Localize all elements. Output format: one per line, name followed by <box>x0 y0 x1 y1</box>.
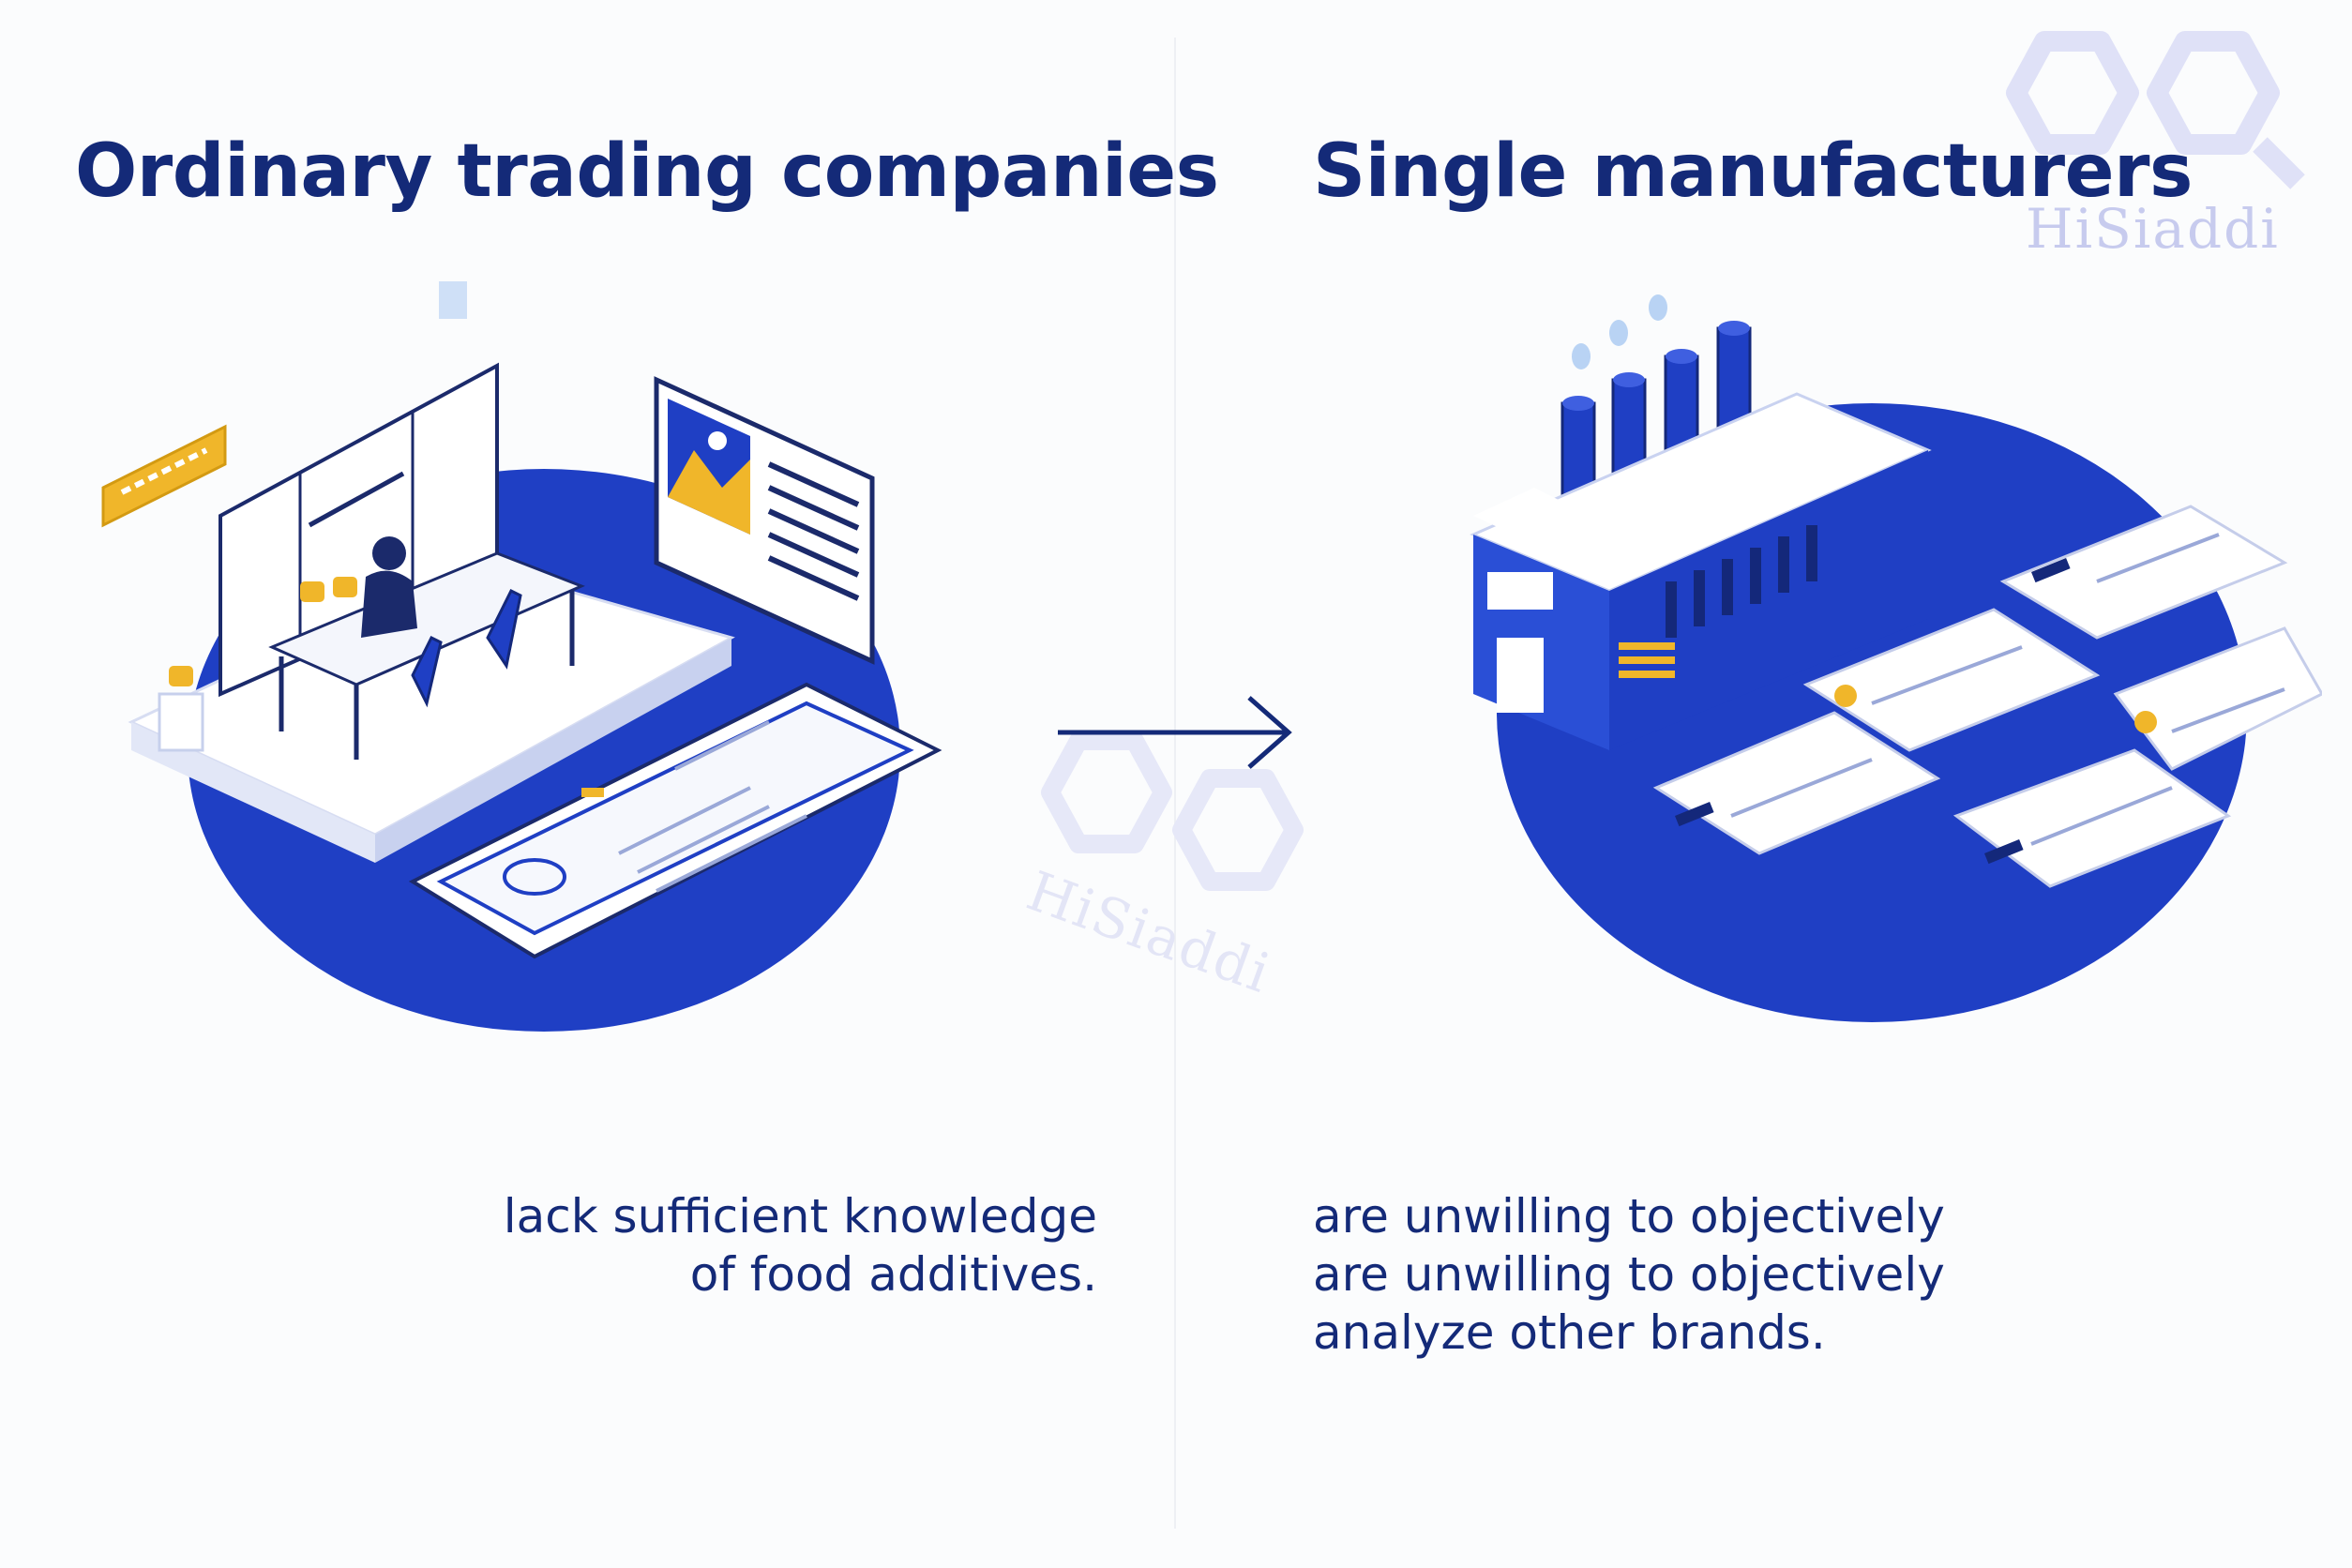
arrow-right-icon <box>1058 696 1292 769</box>
watermark-logo-icon <box>1041 731 1304 891</box>
right-panel: Single manufacturers <box>1178 0 2352 1568</box>
left-panel: Ordinary trading companies <box>0 0 1219 1568</box>
factory-illustration <box>1470 294 2322 1022</box>
right-caption-line: are unwilling to objectively <box>1313 1189 1945 1244</box>
left-caption-line: of food additives. <box>689 1247 1097 1302</box>
watermark-text: HiSiaddi <box>2026 197 2280 261</box>
right-caption-line: analyze other brands. <box>1313 1305 1826 1360</box>
left-caption-line: lack sufficient knowledge <box>503 1189 1097 1244</box>
office-desk-illustration <box>101 281 942 1032</box>
watermark-logo-icon <box>2006 31 2305 189</box>
left-panel-title: Ordinary trading companies <box>75 129 1219 214</box>
right-panel-caption: are unwilling to objectively are unwilli… <box>1313 1187 2251 1362</box>
right-caption-line: are unwilling to objectively <box>1313 1247 1945 1302</box>
left-panel-caption: lack sufficient knowledge of food additi… <box>441 1187 1097 1304</box>
panel-divider <box>1174 38 1176 1529</box>
right-panel-title: Single manufacturers <box>1313 129 2193 214</box>
